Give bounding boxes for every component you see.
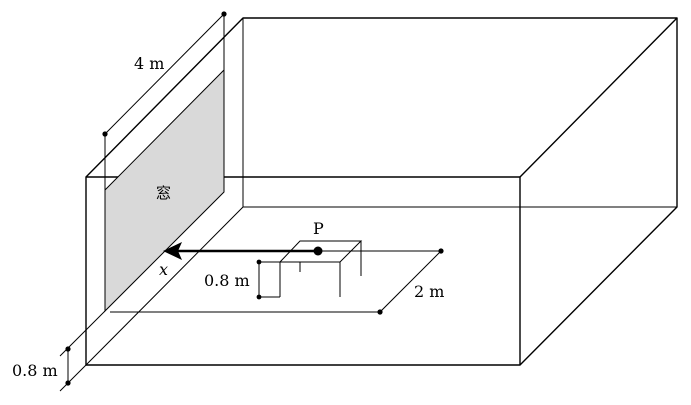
wall-distance-label: 2 m [414,282,444,301]
x-arrow: x [159,242,318,279]
sill-height-label: 0.8 m [12,361,58,380]
room-back-top-edges [85,17,678,178]
table-height-dot-bottom [256,294,262,300]
sill-height-extension-bottom [59,364,87,392]
wall-distance-line [379,250,442,313]
window-width-line [104,13,225,135]
x-arrow-head [163,242,182,260]
x-axis-label: x [159,260,168,279]
room-box [85,17,678,366]
table [278,240,363,297]
window-pane [104,68,225,313]
table-height-dimension: 0.8 m [204,259,280,300]
wall-distance-dimension: 2 m [110,248,444,315]
wall-distance-dot-bottom [377,309,383,315]
wall-distance-dot-top [438,248,444,254]
point-p-label: P [313,219,324,238]
window-label: 窓 [156,184,171,202]
window-width-end-dot-right [221,11,227,17]
table-legs [279,241,362,297]
sill-height-dot-top [65,346,71,352]
room-back-right-edge [519,18,678,366]
sill-height-dot-bottom [65,380,71,386]
window-width-label: 4 m [134,54,164,73]
room-hidden-edges [85,18,677,366]
table-height-label: 0.8 m [204,271,250,290]
point-p: P [313,219,324,256]
window-width-dimension: 4 m [102,11,227,190]
sill-height-dimension: 0.8 m [12,310,106,392]
window: 窓 [104,68,225,313]
table-height-dot-top [256,259,262,265]
window-width-end-dot-left [102,131,108,137]
